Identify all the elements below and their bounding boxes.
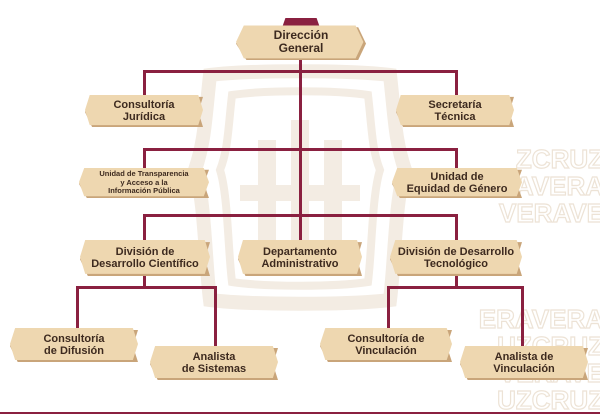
node-division-cientifico: División de Desarrollo Científico — [80, 240, 210, 276]
connector-line — [143, 214, 146, 240]
node-label: Unidad de Transparencia y Acceso a la In… — [99, 169, 189, 196]
connector-line — [143, 148, 457, 151]
node-label: División de Desarrollo Tecnológico — [397, 245, 515, 270]
node-analista-vinculacion: Analista de Vinculación — [460, 346, 588, 380]
node-shape — [396, 95, 514, 127]
node-label: Secretaría Técnica — [428, 98, 482, 123]
connector-line — [143, 276, 146, 288]
node-direccion-general: Dirección General — [236, 18, 366, 60]
node-label: Departamento Administrativo — [261, 245, 339, 270]
svg-text:UZCRUZ: UZCRUZ — [497, 385, 600, 415]
svg-text:ZCRUZ: ZCRUZ — [516, 144, 600, 174]
node-unidad-equidad: Unidad de Equidad de Género — [392, 168, 522, 198]
connector-line — [455, 70, 458, 95]
node-label: Dirección General — [273, 27, 329, 55]
connector-line — [143, 148, 146, 168]
connector-line — [76, 286, 216, 289]
connector-line — [387, 286, 523, 289]
connector-line — [455, 148, 458, 168]
node-analista-sistemas: Analista de Sistemas — [150, 346, 278, 380]
node-consultoria-difusion: Consultoría de Difusión — [10, 328, 138, 362]
connector-line — [143, 214, 457, 217]
node-shape — [390, 240, 522, 276]
node-shape — [79, 168, 209, 198]
svg-text:ERAVERA: ERAVERA — [479, 304, 600, 334]
connector-line — [143, 70, 457, 73]
node-consultoria-vinculacion: Consultoría de Vinculación — [320, 328, 452, 362]
node-shape — [392, 168, 522, 198]
node-consultoria-juridica: Consultoría Jurídica — [85, 95, 203, 127]
connector-line — [214, 286, 217, 346]
node-shape — [236, 18, 366, 60]
node-label: División de Desarrollo Científico — [91, 245, 199, 270]
node-departamento-administrativo: Departamento Administrativo — [238, 240, 362, 276]
node-label: Analista de Sistemas — [181, 350, 247, 375]
node-shape — [10, 328, 138, 362]
node-shape — [238, 240, 362, 276]
node-shape — [320, 328, 452, 362]
node-label: Consultoría de Vinculación — [347, 332, 425, 357]
svg-text:VERAVE: VERAVE — [499, 198, 600, 228]
node-unidad-transparencia: Unidad de Transparencia y Acceso a la In… — [79, 168, 209, 198]
connector-line — [387, 286, 390, 328]
connector-line — [143, 70, 146, 95]
node-shape — [460, 346, 588, 380]
connector-line — [76, 286, 79, 328]
connector-line — [455, 214, 458, 240]
node-shape — [85, 95, 203, 127]
node-secretaria-tecnica: Secretaría Técnica — [396, 95, 514, 127]
bottom-divider — [0, 412, 600, 414]
connector-line — [455, 276, 458, 288]
node-label: Consultoría de Difusión — [43, 332, 105, 357]
node-shape — [150, 346, 278, 380]
node-division-tecnologico: División de Desarrollo Tecnológico — [390, 240, 522, 276]
connector-line — [521, 286, 524, 346]
node-label: Consultoría Jurídica — [113, 98, 175, 123]
node-shape — [80, 240, 210, 276]
node-label: Analista de Vinculación — [493, 350, 555, 375]
node-label: Unidad de Equidad de Género — [406, 170, 508, 195]
